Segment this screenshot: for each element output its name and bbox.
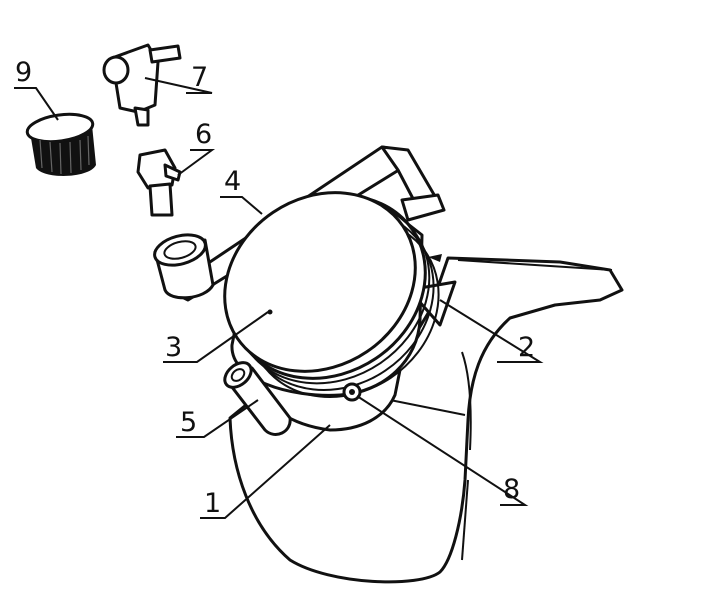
face-shield xyxy=(228,256,624,584)
callout-7: 7 xyxy=(191,62,208,93)
knurled-cap xyxy=(25,112,96,176)
callout-1: 1 xyxy=(204,488,221,519)
bracket-sleeve xyxy=(153,233,215,300)
callout-9: 9 xyxy=(15,57,32,88)
callout-6: 6 xyxy=(195,119,212,150)
screw xyxy=(342,382,362,402)
connector-plug xyxy=(136,148,182,217)
callout-5: 5 xyxy=(180,407,197,438)
callout-4: 4 xyxy=(224,166,241,197)
valve-adapter xyxy=(102,43,182,127)
callout-8: 8 xyxy=(503,474,520,505)
filter-cartridge xyxy=(223,191,442,398)
callout-numbers: 1 2 3 4 5 6 7 8 9 xyxy=(15,57,535,519)
callout-3: 3 xyxy=(165,332,182,363)
leader-lines xyxy=(14,77,544,519)
callout-2: 2 xyxy=(518,332,535,363)
